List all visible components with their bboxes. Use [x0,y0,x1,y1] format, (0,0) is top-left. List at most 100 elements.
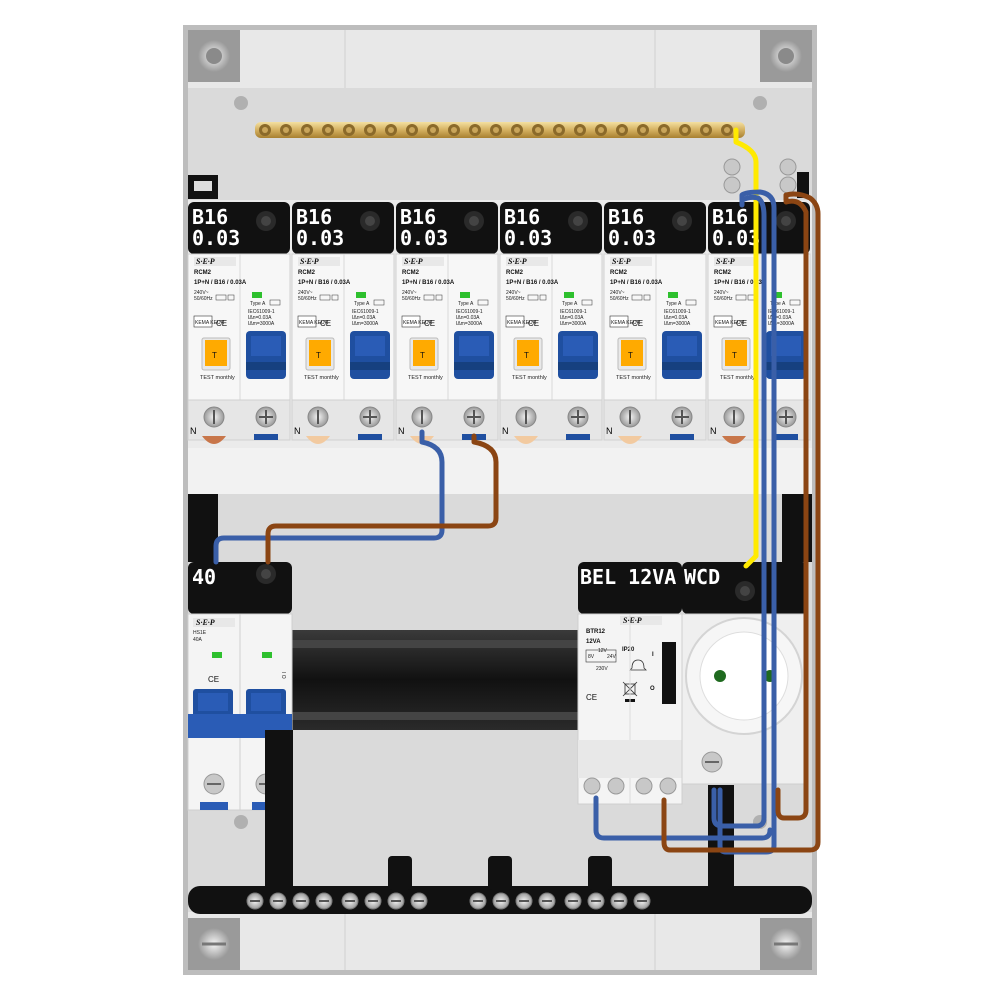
status-led [460,292,470,298]
rcbo-spec: 1P+N / B16 / 0.03A [506,280,559,286]
bell-transformer-load: 230V [596,666,608,672]
bell-transformer-ip: IP20 [622,647,635,653]
bell-transformer-ce: CE [586,693,597,702]
status-led [668,292,678,298]
rcbo-idm: IΔm=3000A [248,321,275,327]
rcbo-sensitivity: 0.03 [296,226,344,250]
rcbo-standard: IEC61009-1 [664,309,691,315]
rcbo-rating: B16 [712,205,748,229]
rcbo-test-note: TEST monthly [512,375,547,381]
rcbo-voltage: 240V~ [610,290,625,296]
rcbo-type: Type A [562,301,578,307]
main-switch-scale: I O [280,672,286,679]
bell-transformer-volt-3: 24V [607,654,617,660]
bell-transformer-volt-2: 12V [598,648,608,654]
rcbo-brand: S·E·P [716,257,735,266]
test-button[interactable] [517,340,539,366]
rcbo-brand: S·E·P [300,257,319,266]
top-left-clip [188,175,218,199]
rcbo-type: Type A [770,301,786,307]
main-switch-label: 40 [192,565,216,589]
wiring [213,127,821,855]
phase-wire-bell [661,191,821,853]
rcbo-voltage: 240V~ [714,290,729,296]
bell-transformer-power: 12VA [586,639,601,645]
test-button-label: T [628,351,633,360]
enclosure [183,25,817,975]
bell-transformer-model: BTR12 [586,629,606,635]
test-button[interactable] [413,340,435,366]
socket-outlet[interactable]: WCD [681,562,809,785]
test-button[interactable] [309,340,331,366]
rcbo-idn: IΔn=0.03A [664,315,688,321]
phase-wire-feed [265,433,499,565]
main-switch-brand: S·E·P [196,618,215,627]
rcbo-sensitivity: 0.03 [400,226,448,250]
rcbo-voltage: 240V~ [506,290,521,296]
rcbo-rating: B16 [504,205,540,229]
rcbo-ce: CE [632,319,643,328]
rcbo-ce: CE [424,319,435,328]
din-rail-middle [292,630,580,730]
test-button-label: T [212,351,217,360]
rcbo-standard: IEC61009-1 [248,309,275,315]
neutral-wire-feed [213,429,445,565]
bell-transformer-switch[interactable] [662,642,676,704]
rcbo-standard: IEC61009-1 [456,309,483,315]
rcbo-rating: B16 [608,205,644,229]
rcbo-model: RCM2 [714,270,732,276]
rcbo-sensitivity: 0.03 [504,226,552,250]
rcbo-type: Type A [458,301,474,307]
neutral-marker: N [606,426,613,436]
rcbo-test-note: TEST monthly [720,375,755,381]
rcbo-test-note: TEST monthly [200,375,235,381]
rcbo-spec: 1P+N / B16 / 0.03A [298,280,351,286]
rcbo-type: Type A [250,301,266,307]
test-button-label: T [316,351,321,360]
test-button[interactable] [725,340,747,366]
test-button[interactable] [205,340,227,366]
rcbo-mark: KEMA KEUR [299,320,329,326]
rcbo-sensitivity: 0.03 [608,226,656,250]
rcbo-brand: S·E·P [196,257,215,266]
earth-terminal-block [723,158,809,198]
main-switch-ce: CE [208,675,219,684]
socket-label: WCD [684,565,720,589]
rcbo-mark: KEMA KEUR [611,320,641,326]
rcbo-model: RCM2 [194,270,212,276]
neutral-marker: N [294,426,301,436]
rcbo-freq: 50/60Hz [610,296,629,302]
rcbo-freq: 50/60Hz [714,296,733,302]
rcbo-voltage: 240V~ [194,290,209,296]
rcbo-spec: 1P+N / B16 / 0.03A [402,280,455,286]
rcbo-mark: KEMA KEUR [507,320,537,326]
main-switch-model: HS1E [193,630,207,636]
rcbo-rating: B16 [192,205,228,229]
rcbo-standard: IEC61009-1 [768,309,795,315]
rcbo-model: RCM2 [402,270,420,276]
rcbo-idm: IΔm=3000A [664,321,691,327]
rcbo-model: RCM2 [298,270,316,276]
bell-transformer-volt-1: 8V [588,654,595,660]
rcbo-idm: IΔm=3000A [560,321,587,327]
rcbo-ce: CE [736,319,747,328]
rcbo-idn: IΔn=0.03A [352,315,376,321]
rcbo-standard: IEC61009-1 [352,309,379,315]
test-button-label: T [420,351,425,360]
neutral-marker: N [398,426,405,436]
rcbo-model: RCM2 [610,270,628,276]
rcbo-ce: CE [320,319,331,328]
bell-transformer-on: I [652,652,654,658]
bell-transformer[interactable]: BEL 12VA S·E·P BTR12 12VA IP20 8V 12V 24… [577,562,683,805]
rcbo-freq: 50/60Hz [194,296,213,302]
status-led [564,292,574,298]
test-button[interactable] [621,340,643,366]
